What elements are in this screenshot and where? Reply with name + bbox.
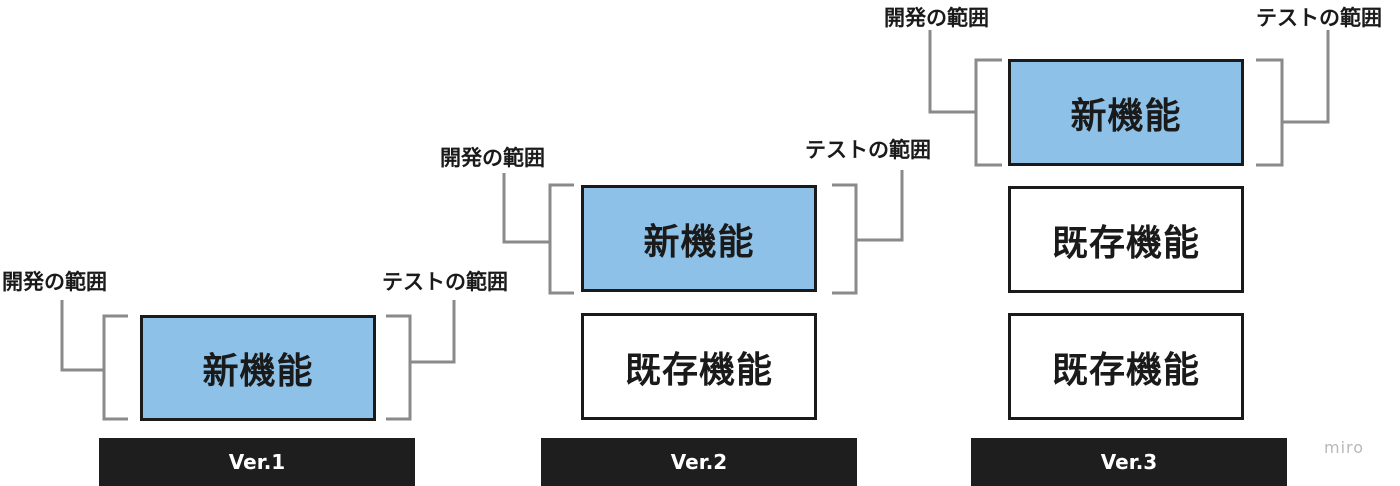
dev-scope-label: 開発の範囲 <box>884 6 989 30</box>
dev-leader <box>928 30 976 114</box>
new-feature-box: 新機能 <box>1008 59 1244 166</box>
dev-bracket <box>548 183 574 295</box>
version-label: Ver.2 <box>541 438 857 486</box>
test-leader <box>410 300 456 364</box>
existing-feature-box: 既存機能 <box>1008 186 1244 293</box>
test-bracket <box>1256 58 1284 167</box>
existing-feature-box: 既存機能 <box>581 313 817 420</box>
version-label: Ver.1 <box>99 438 415 486</box>
test-bracket <box>386 314 412 421</box>
test-scope-label: テストの範囲 <box>382 270 508 294</box>
dev-leader <box>502 173 550 244</box>
test-leader <box>856 170 904 242</box>
dev-leader <box>60 300 104 372</box>
test-scope-label: テストの範囲 <box>1256 6 1382 30</box>
test-scope-label: テストの範囲 <box>805 138 931 162</box>
test-bracket <box>832 183 858 295</box>
dev-scope-label: 開発の範囲 <box>2 270 107 294</box>
dev-bracket <box>102 314 128 421</box>
version-label: Ver.3 <box>971 438 1287 486</box>
new-feature-box: 新機能 <box>140 315 376 421</box>
existing-feature-box: 既存機能 <box>1008 313 1244 420</box>
miro-watermark: miro <box>1324 438 1365 457</box>
new-feature-box: 新機能 <box>581 185 817 292</box>
test-leader <box>1282 30 1330 124</box>
dev-bracket <box>974 58 1002 167</box>
dev-scope-label: 開発の範囲 <box>440 146 545 170</box>
